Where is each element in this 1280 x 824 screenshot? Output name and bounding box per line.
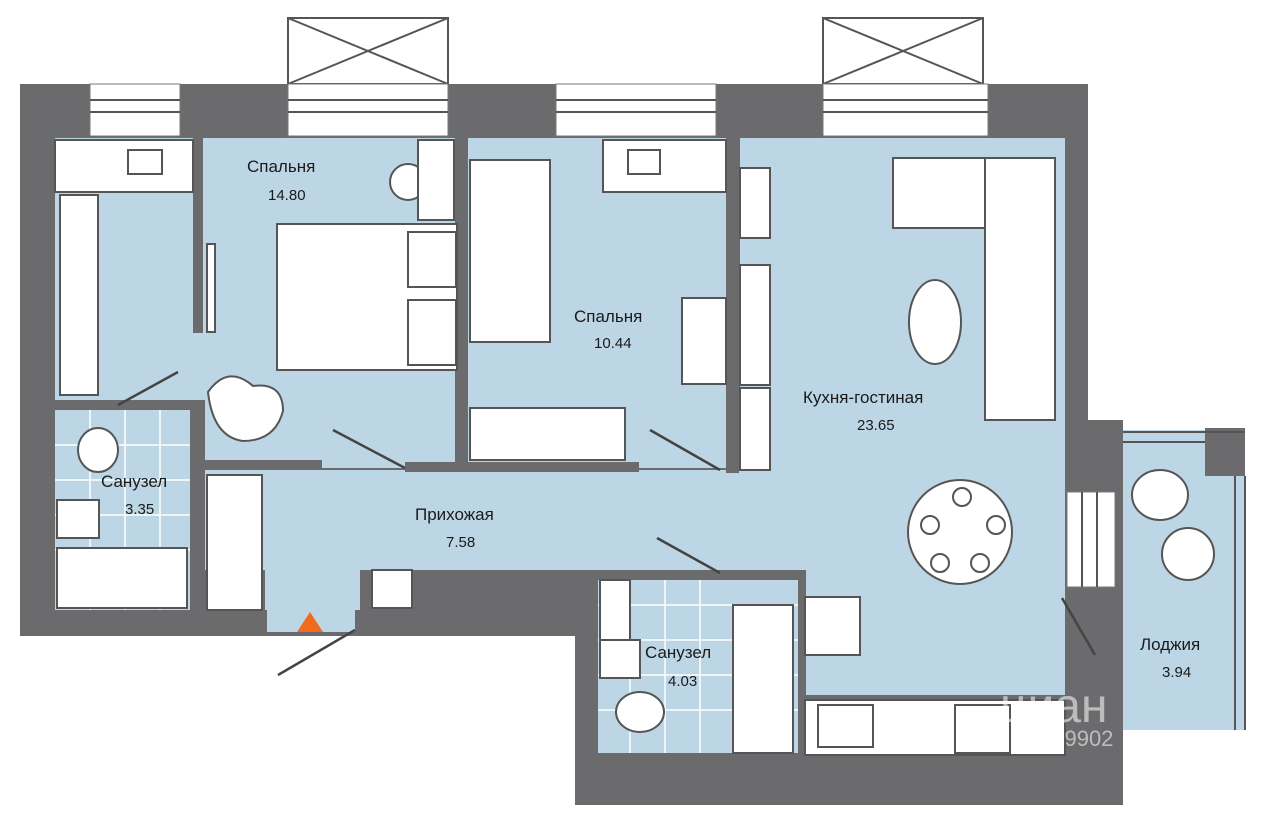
room-name-loggia: Лоджия bbox=[1140, 635, 1200, 654]
watermark: циан 839902 bbox=[1000, 680, 1113, 751]
room-area-bedroom2: 10.44 bbox=[594, 335, 632, 352]
room-area-kitchen: 23.65 bbox=[857, 417, 895, 434]
room-area-bath1: 3.35 bbox=[125, 501, 154, 518]
room-name-bath1: Санузел bbox=[101, 472, 167, 491]
room-area-bedroom1: 14.80 bbox=[268, 187, 306, 204]
door-swings bbox=[117, 370, 1097, 677]
room-name-hall: Прихожая bbox=[415, 505, 494, 524]
window-box-left bbox=[287, 17, 449, 85]
hall-loggia-furniture bbox=[371, 469, 1215, 609]
room-area-hall: 7.58 bbox=[446, 534, 475, 551]
room-area-bath2: 4.03 bbox=[668, 673, 697, 690]
bath-furniture bbox=[56, 427, 794, 754]
watermark-brand: циан bbox=[1000, 680, 1108, 733]
bedroom1-furniture bbox=[54, 139, 458, 443]
watermark-code: 839902 bbox=[1040, 726, 1113, 751]
loggia-frame bbox=[1123, 431, 1246, 730]
room-name-kitchen: Кухня-гостиная bbox=[803, 388, 923, 407]
windows-top bbox=[89, 83, 1116, 588]
bedroom2-furniture bbox=[469, 139, 771, 471]
entrance-marker-icon bbox=[297, 612, 323, 632]
window-box-right bbox=[822, 17, 984, 85]
interior-walls bbox=[55, 138, 1245, 805]
room-area-loggia: 3.94 bbox=[1162, 664, 1191, 681]
room-name-bath2: Санузел bbox=[645, 643, 711, 662]
room-name-bedroom2: Спальня bbox=[574, 307, 642, 326]
room-name-bedroom1: Спальня bbox=[247, 157, 315, 176]
kitchen-furniture bbox=[804, 157, 1066, 756]
room-labels: Спальня 14.80 Спальня 10.44 Кухня-гостин… bbox=[101, 157, 1200, 690]
